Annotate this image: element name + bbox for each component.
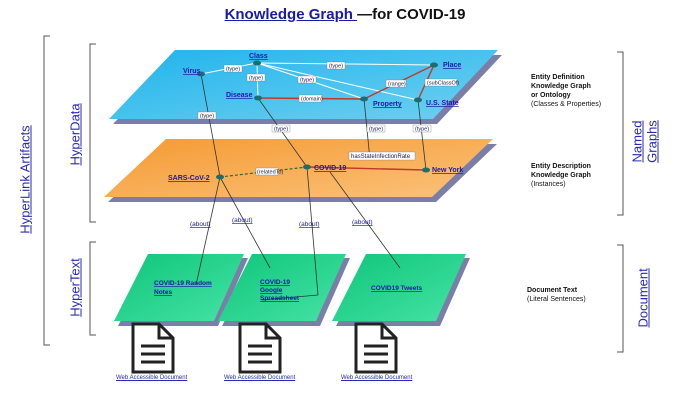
document-desc-line-0: Document Text — [527, 287, 578, 294]
instance-layer-description: Entity Description Knowledge Graph (Inst… — [531, 162, 591, 189]
about-label-1: (about) — [232, 217, 253, 224]
web-accessible-document-link-2[interactable]: Web Accessible Document — [224, 375, 296, 381]
label-place: Place — [443, 62, 461, 69]
node-class — [253, 60, 261, 66]
instance-desc-line-2: (Instances) — [531, 181, 566, 188]
doc-card-1 — [114, 254, 244, 321]
named-graphs-label-line1[interactable]: Named — [629, 120, 645, 163]
ontology-desc-line-0: Entity Definition — [531, 74, 585, 81]
left-outer-bracket — [43, 35, 50, 346]
edge-class-place — [256, 62, 435, 66]
label-covid-19: COVID-19 — [314, 165, 346, 172]
edge-class-us-state — [256, 62, 419, 101]
ont-edge-label-4: (range) — [388, 82, 406, 88]
web-accessible-document-link-3[interactable]: Web Accessible Document — [341, 375, 413, 381]
node-sars-cov-2 — [216, 174, 224, 180]
node-place — [430, 62, 438, 68]
doc-card-2-line-1: Google — [260, 287, 283, 294]
ont-edge-label-6: (domain) — [301, 97, 323, 103]
about-label-0: (about) — [190, 221, 211, 228]
ont-edge-label-0: (type) — [226, 67, 240, 73]
doc-card-1-line-1: Notes — [154, 289, 172, 296]
doc-card-2-line-0: COVID-19 — [260, 279, 290, 286]
document-label[interactable]: Document — [635, 268, 651, 328]
instance-desc-line-1: Knowledge Graph — [531, 172, 591, 179]
named-graphs-label-line2[interactable]: Graphs — [644, 120, 660, 163]
node-us-state — [414, 97, 422, 103]
title-suffix: —for COVID-19 — [357, 6, 466, 23]
right-document-bracket — [617, 244, 624, 353]
doc-card-1-line-0: COVID-19 Random — [154, 280, 212, 287]
instance-desc-line-0: Entity Description — [531, 163, 591, 170]
ontology-edges — [200, 62, 435, 101]
web-accessible-document-link-1[interactable]: Web Accessible Document — [116, 375, 188, 381]
doc-card-2-line-2: Spreadsheet — [260, 295, 300, 302]
node-covid-19 — [303, 164, 311, 170]
doc-card-3-line-0: COVID19 Tweets — [371, 285, 423, 292]
document-icon-2 — [238, 322, 282, 374]
document-icon-1 — [131, 322, 175, 374]
ont-edge-label-1: (type) — [249, 76, 263, 82]
ontology-layer-description: Entity Definition Knowledge Graph or Ont… — [531, 73, 601, 109]
ontology-desc-line-3: (Classes & Properties) — [531, 101, 602, 108]
edge-covid-newyork — [306, 166, 427, 171]
ont-edge-label-2: (type) — [300, 78, 314, 84]
label-new-york: New York — [432, 167, 463, 174]
document-desc-line-1: (Literal Sentences) — [527, 296, 586, 303]
hypertext-label[interactable]: HyperText — [67, 258, 83, 317]
doc-card-3 — [332, 254, 466, 321]
node-new-york — [422, 167, 430, 173]
ontology-desc-line-2: or Ontology — [531, 92, 571, 99]
left-hypertext-bracket — [89, 241, 96, 336]
between-label-3: (type) — [415, 127, 429, 133]
label-us-state: U.S. State — [426, 100, 459, 107]
ont-edge-label-5: (subClassOf) — [427, 81, 459, 87]
ontology-desc-line-1: Knowledge Graph — [531, 83, 591, 90]
about-label-3: (about) — [352, 219, 373, 226]
left-hyperdata-bracket — [89, 43, 96, 223]
node-property — [360, 96, 368, 102]
edge-related-to — [219, 166, 308, 178]
title-link[interactable]: Knowledge Graph — [224, 6, 358, 23]
ont-edge-label-3: (type) — [329, 64, 343, 70]
node-virus — [197, 71, 205, 77]
document-layer-description: Document Text (Literal Sentences) — [527, 286, 586, 304]
between-label-2: (type) — [369, 127, 383, 133]
label-class: Class — [249, 53, 268, 60]
label-disease: Disease — [226, 92, 253, 99]
inst-edge-label-0: (relatedTo) — [257, 170, 283, 176]
between-label-0: (type) — [200, 114, 214, 120]
right-named-graphs-bracket — [617, 51, 624, 216]
label-sars-cov-2: SARS-CoV-2 — [168, 175, 210, 182]
doc-card-2 — [218, 254, 346, 321]
document-icon-3 — [354, 322, 398, 374]
between-label-1: (type) — [274, 127, 288, 133]
inst-edge-label-1: hasStateInfectionRate — [351, 154, 411, 160]
about-label-2: (about) — [299, 221, 320, 228]
label-property: Property — [373, 101, 402, 108]
page-title: Knowledge Graph —for COVID-19 — [0, 6, 690, 23]
hyperlink-artifacts-label[interactable]: HyperLink Artifacts — [17, 125, 33, 234]
about-edges — [195, 166, 401, 301]
hyperdata-label[interactable]: HyperData — [67, 103, 83, 166]
node-dots — [197, 60, 438, 180]
node-disease — [254, 95, 262, 101]
label-virus: Virus — [183, 68, 200, 75]
